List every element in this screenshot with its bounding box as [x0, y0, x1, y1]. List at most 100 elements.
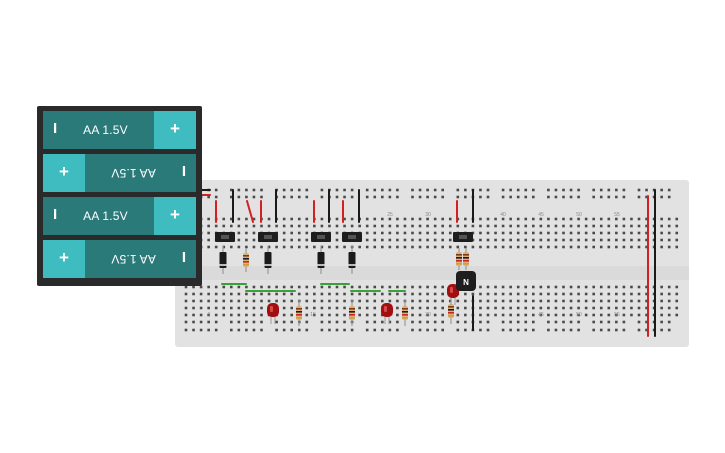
breadboard-hole[interactable] — [365, 238, 369, 242]
breadboard-hole[interactable] — [290, 238, 293, 242]
breadboard-hole[interactable] — [667, 217, 671, 221]
breadboard-hole[interactable] — [418, 292, 422, 296]
breadboard-hole[interactable] — [464, 245, 467, 249]
breadboard-hole[interactable] — [509, 245, 512, 249]
breadboard-hole[interactable] — [282, 285, 286, 289]
breadboard-hole[interactable] — [539, 285, 543, 289]
breadboard-hole[interactable] — [328, 320, 331, 324]
breadboard-hole[interactable] — [599, 238, 603, 242]
breadboard-hole[interactable] — [388, 188, 392, 192]
breadboard-hole[interactable] — [297, 224, 301, 228]
breadboard-hole[interactable] — [418, 285, 422, 289]
breadboard-hole[interactable] — [297, 195, 301, 199]
breadboard-hole[interactable] — [297, 328, 301, 332]
breadboard-hole[interactable] — [396, 245, 399, 249]
breadboard-hole[interactable] — [592, 188, 595, 192]
breadboard-hole[interactable] — [637, 224, 641, 228]
breadboard-hole[interactable] — [547, 285, 550, 289]
breadboard-hole[interactable] — [630, 238, 633, 242]
breadboard-hole[interactable] — [411, 320, 414, 324]
breadboard-hole[interactable] — [252, 217, 256, 221]
breadboard-hole[interactable] — [214, 292, 218, 296]
breadboard-hole[interactable] — [245, 188, 248, 192]
breadboard-hole[interactable] — [562, 224, 565, 228]
breadboard-hole[interactable] — [411, 195, 414, 199]
breadboard-hole[interactable] — [630, 245, 633, 249]
breadboard-hole[interactable] — [509, 238, 512, 242]
breadboard-hole[interactable] — [441, 328, 444, 332]
breadboard-hole[interactable] — [509, 292, 512, 296]
breadboard-hole[interactable] — [667, 313, 671, 317]
breadboard-hole[interactable] — [615, 217, 618, 221]
breadboard-hole[interactable] — [418, 231, 422, 235]
breadboard-hole[interactable] — [622, 195, 626, 199]
breadboard-hole[interactable] — [411, 299, 414, 303]
breadboard-hole[interactable] — [532, 299, 535, 303]
breadboard-hole[interactable] — [539, 245, 543, 249]
breadboard-hole[interactable] — [222, 306, 226, 310]
breadboard-hole[interactable] — [388, 285, 392, 289]
breadboard-hole[interactable] — [328, 306, 331, 310]
breadboard-hole[interactable] — [637, 328, 641, 332]
breadboard-hole[interactable] — [426, 320, 429, 324]
breadboard-hole[interactable] — [426, 188, 429, 192]
breadboard-hole[interactable] — [615, 320, 618, 324]
breadboard-hole[interactable] — [381, 231, 384, 235]
breadboard-hole[interactable] — [584, 306, 588, 310]
breadboard-hole[interactable] — [615, 224, 618, 228]
breadboard-hole[interactable] — [350, 292, 354, 296]
breadboard-hole[interactable] — [411, 328, 414, 332]
breadboard-hole[interactable] — [381, 245, 384, 249]
breadboard-hole[interactable] — [486, 188, 490, 192]
breadboard-hole[interactable] — [433, 195, 437, 199]
breadboard-hole[interactable] — [426, 217, 429, 221]
breadboard-hole[interactable] — [464, 306, 467, 310]
breadboard-hole[interactable] — [365, 328, 369, 332]
breadboard-hole[interactable] — [667, 328, 671, 332]
breadboard-hole[interactable] — [403, 238, 407, 242]
breadboard-hole[interactable] — [479, 292, 482, 296]
breadboard-hole[interactable] — [207, 245, 210, 249]
breadboard-hole[interactable] — [554, 231, 558, 235]
breadboard-hole[interactable] — [275, 328, 278, 332]
breadboard-hole[interactable] — [607, 306, 611, 310]
breadboard-hole[interactable] — [486, 238, 490, 242]
breadboard-hole[interactable] — [328, 313, 331, 317]
breadboard-hole[interactable] — [305, 231, 309, 235]
breadboard-hole[interactable] — [569, 292, 573, 296]
breadboard-hole[interactable] — [305, 224, 309, 228]
breadboard-hole[interactable] — [260, 245, 263, 249]
breadboard-hole[interactable] — [645, 328, 648, 332]
breadboard-hole[interactable] — [524, 306, 528, 310]
breadboard-hole[interactable] — [539, 238, 543, 242]
breadboard-hole[interactable] — [343, 306, 346, 310]
breadboard-hole[interactable] — [667, 231, 671, 235]
breadboard-hole[interactable] — [464, 299, 467, 303]
breadboard-hole[interactable] — [313, 292, 316, 296]
breadboard-hole[interactable] — [252, 285, 256, 289]
breadboard-hole[interactable] — [509, 313, 512, 317]
breadboard-hole[interactable] — [464, 320, 467, 324]
breadboard-hole[interactable] — [237, 292, 241, 296]
breadboard-hole[interactable] — [516, 285, 520, 289]
breadboard-hole[interactable] — [622, 231, 626, 235]
breadboard-hole[interactable] — [532, 292, 535, 296]
breadboard-hole[interactable] — [252, 320, 256, 324]
breadboard-hole[interactable] — [562, 285, 565, 289]
breadboard-hole[interactable] — [214, 299, 218, 303]
breadboard-hole[interactable] — [373, 306, 377, 310]
breadboard-hole[interactable] — [282, 328, 286, 332]
breadboard-hole[interactable] — [433, 231, 437, 235]
breadboard-hole[interactable] — [381, 224, 384, 228]
breadboard-hole[interactable] — [577, 238, 580, 242]
breadboard-hole[interactable] — [343, 313, 346, 317]
breadboard-hole[interactable] — [358, 285, 361, 289]
breadboard-hole[interactable] — [479, 328, 482, 332]
breadboard-hole[interactable] — [396, 224, 399, 228]
breadboard-hole[interactable] — [675, 238, 679, 242]
breadboard-hole[interactable] — [675, 292, 679, 296]
breadboard-hole[interactable] — [637, 299, 641, 303]
breadboard-hole[interactable] — [607, 188, 611, 192]
breadboard-hole[interactable] — [388, 245, 392, 249]
breadboard-hole[interactable] — [411, 188, 414, 192]
